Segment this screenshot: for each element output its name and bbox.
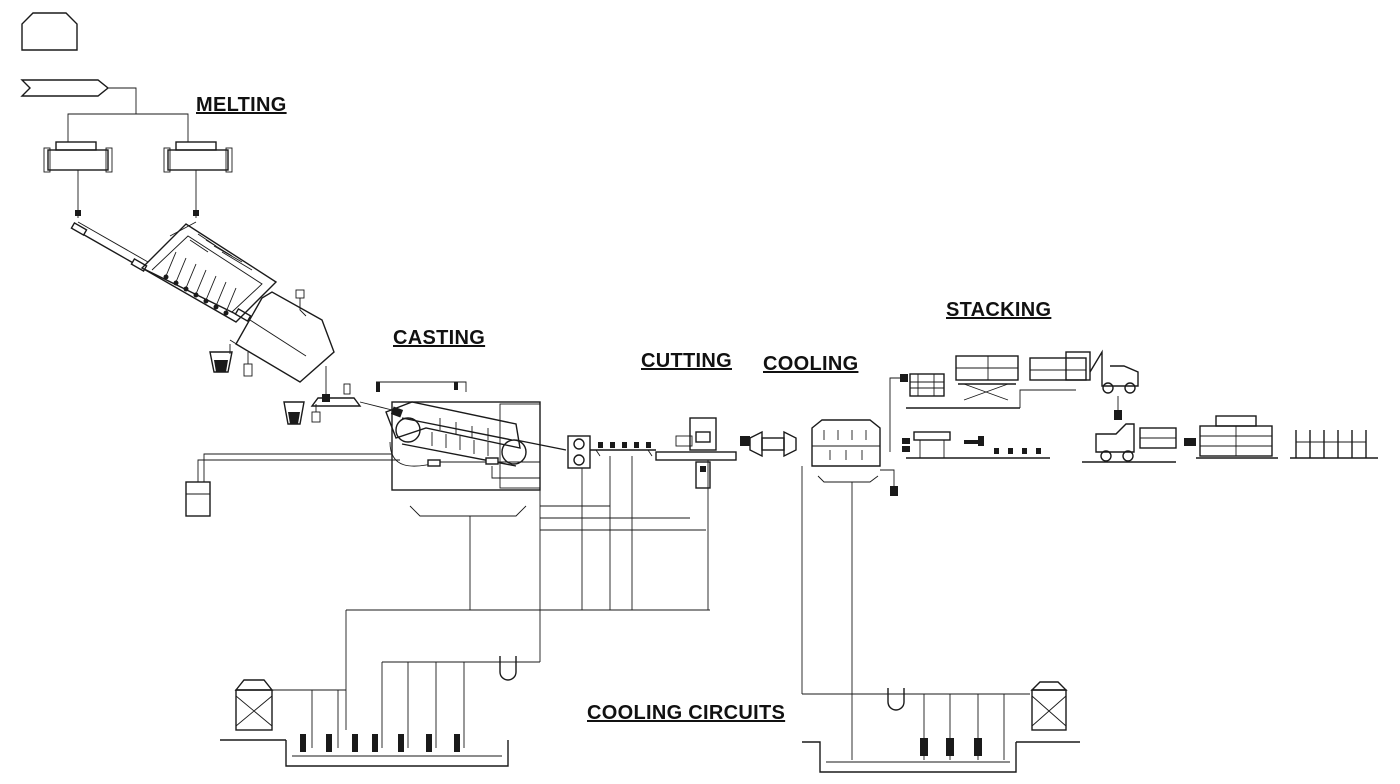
melting-label: MELTING: [196, 94, 287, 116]
cooling-tunnel: [811, 419, 898, 760]
cooling-tower-left: [220, 679, 286, 741]
shear-unit: [655, 417, 737, 610]
roller-conveyor-casting: [590, 442, 656, 457]
melting-furnace-right: [163, 141, 233, 218]
cutting-label: CUTTING: [641, 350, 732, 372]
degassing-unit: [310, 366, 404, 418]
casting-label: CASTING: [393, 327, 486, 349]
cooling-label: COOLING: [763, 353, 859, 375]
stacking-label: STACKING: [946, 299, 1052, 321]
cooling-circuits-label: COOLING CIRCUITS: [587, 702, 786, 724]
water-basin-right: [802, 738, 1017, 773]
cooling-circuit-piping-left: [270, 456, 710, 748]
pinch-roll: [515, 435, 591, 469]
water-tank: [185, 453, 400, 517]
transfer-coupling: [740, 430, 797, 458]
melting-furnace-left: [43, 141, 113, 218]
ladle-right: [283, 401, 321, 425]
holding-furnace: [140, 223, 278, 323]
material-storage-bin: [21, 12, 78, 51]
cooling-tower-right: [1016, 681, 1080, 743]
casting-machine: [376, 381, 541, 610]
storage-rack: [1290, 430, 1378, 459]
cooling-circuit-piping-right: [801, 466, 1030, 760]
raw-material-feed-arrow: [20, 79, 189, 142]
launder-channel: [70, 221, 252, 323]
tilting-furnace: [229, 289, 335, 383]
water-basin-left: [285, 734, 509, 767]
stacking-station-upper: [889, 349, 1139, 452]
stacking-station-lower: [902, 431, 1050, 459]
ladle-left: [209, 351, 253, 377]
forklift-loading: [1082, 396, 1278, 463]
